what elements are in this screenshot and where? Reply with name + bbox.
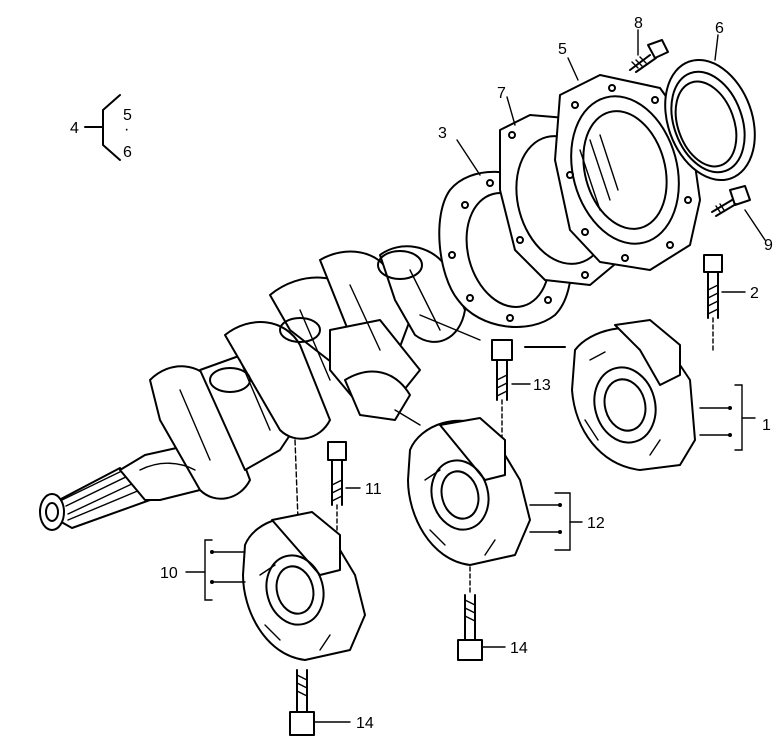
callout-4-dot: ·: [124, 121, 129, 138]
callout-14-middle: 14: [510, 640, 528, 657]
bearing-holder-10: [242, 511, 366, 661]
bearing-holder-1: [571, 319, 696, 471]
callout-8: 8: [634, 15, 643, 32]
bolt-14-middle: [457, 559, 483, 661]
callout-2: 2: [750, 285, 759, 302]
bolt-14-bottom: [289, 669, 315, 736]
leader-lines: [313, 29, 766, 723]
callout-11: 11: [365, 481, 382, 498]
callout-4-upper: 5: [123, 107, 132, 124]
callout-bracket-1: [699, 384, 743, 451]
callout-4-lower: 6: [123, 144, 132, 161]
bolt-8: [629, 39, 669, 73]
callout-12: 12: [587, 515, 605, 532]
callout-10: 10: [160, 565, 178, 582]
callout-bracket-12: [529, 492, 583, 551]
callout-4: 4: [70, 120, 79, 137]
crankshaft: [39, 245, 466, 531]
bolt-2: [703, 254, 723, 351]
oil-seal-6: [664, 58, 756, 182]
callout-3: 3: [438, 125, 447, 142]
callout-6: 6: [715, 20, 724, 37]
bearing-holder-12: [407, 417, 531, 566]
callout-14-bottom: 14: [356, 715, 374, 732]
seal-housing-5: [554, 74, 701, 271]
callout-1: 1: [762, 417, 771, 434]
callout-7: 7: [497, 85, 506, 102]
callout-bracket-10: [185, 539, 246, 601]
callout-9: 9: [764, 237, 773, 254]
callout-bracket-4: [84, 94, 121, 161]
bolt-9: [711, 185, 751, 217]
callout-5: 5: [558, 41, 567, 58]
callout-13: 13: [533, 377, 551, 394]
